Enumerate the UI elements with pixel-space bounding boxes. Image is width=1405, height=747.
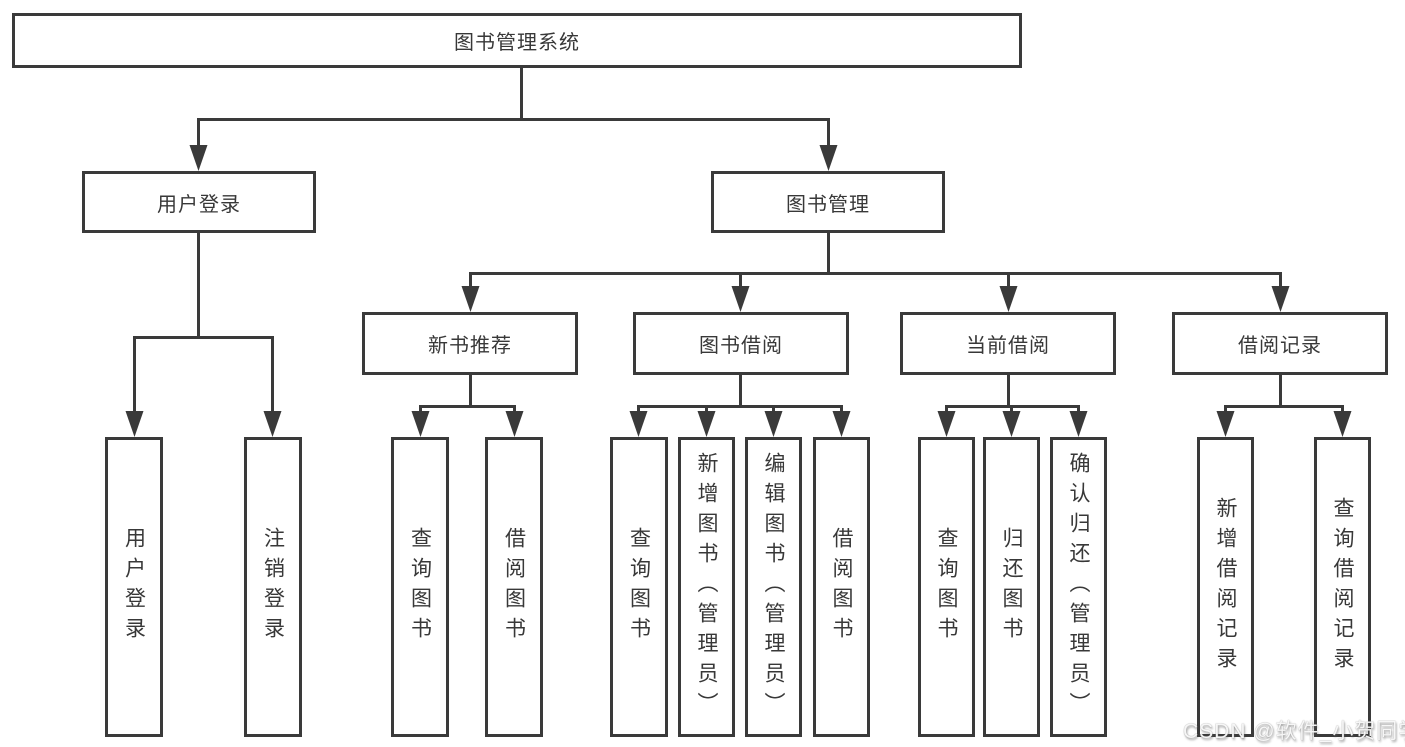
- node-leaf-current-return-books: 归还图书: [983, 437, 1040, 737]
- csdn-watermark: CSDN @软件_小贺同学: [1183, 720, 1405, 743]
- arrowhead-icon: [731, 286, 750, 312]
- node-leaf-logout-label: 注销登录: [261, 527, 285, 647]
- node-user-login-label: 用户登录: [157, 193, 241, 216]
- arrowhead-icon: [1333, 411, 1352, 437]
- node-book-borrow: 图书借阅: [633, 312, 849, 375]
- node-root: 图书管理系统: [12, 13, 1022, 68]
- arrowhead-icon: [937, 411, 956, 437]
- node-leaf-newbook-borrow-books: 借阅图书: [485, 437, 543, 737]
- node-leaf-current-return-books-label: 归还图书: [1000, 527, 1023, 647]
- node-borrow-record: 借阅记录: [1172, 312, 1388, 375]
- node-leaf-record-query-borrow-record: 查询借阅记录: [1314, 437, 1371, 737]
- node-user-login: 用户登录: [82, 171, 316, 233]
- arrowhead-icon: [505, 411, 524, 437]
- connector-current-borrow-branch: [945, 375, 1080, 416]
- connector-borrow-record-branch: [1224, 375, 1344, 416]
- arrowhead-icons: [125, 145, 1352, 437]
- arrowhead-icon: [1271, 286, 1290, 312]
- node-leaf-user-login-label: 用户登录: [122, 527, 146, 647]
- node-leaf-borrow-borrow-books: 借阅图书: [813, 437, 870, 737]
- node-leaf-logout: 注销登录: [244, 437, 302, 737]
- node-leaf-borrow-edit-books-admin: 编辑图书（管理员）: [745, 437, 802, 737]
- node-new-book-recommend: 新书推荐: [362, 312, 578, 375]
- node-book-management: 图书管理: [711, 171, 945, 233]
- arrowhead-icon: [189, 145, 208, 171]
- node-leaf-record-add-borrow-record: 新增借阅记录: [1197, 437, 1254, 737]
- node-book-management-label: 图书管理: [786, 193, 870, 216]
- arrowhead-icon: [461, 286, 480, 312]
- arrowhead-icon: [629, 411, 648, 437]
- node-leaf-borrow-borrow-books-label: 借阅图书: [830, 527, 853, 647]
- node-leaf-newbook-borrow-books-label: 借阅图书: [502, 527, 526, 647]
- node-new-book-recommend-label: 新书推荐: [428, 335, 512, 357]
- node-leaf-borrow-edit-books-admin-label: 编辑图书（管理员）: [762, 452, 785, 722]
- arrowhead-icon: [1069, 411, 1088, 437]
- node-book-borrow-label: 图书借阅: [699, 335, 783, 357]
- arrowhead-icon: [819, 145, 838, 171]
- node-leaf-borrow-add-books-admin: 新增图书（管理员）: [678, 437, 735, 737]
- connector-user-login-branch: [133, 233, 274, 416]
- node-leaf-borrow-add-books-admin-label: 新增图书（管理员）: [695, 452, 718, 722]
- connector-book-mgmt-to-level3: [469, 233, 1282, 290]
- arrowhead-icon: [263, 411, 282, 437]
- node-leaf-current-confirm-return-admin: 确认归还（管理员）: [1050, 437, 1107, 737]
- arrowhead-icon: [1216, 411, 1235, 437]
- connector-root-to-level2: [197, 68, 830, 150]
- node-leaf-current-confirm-return-admin-label: 确认归还（管理员）: [1067, 452, 1090, 722]
- node-leaf-newbook-query-books: 查询图书: [391, 437, 449, 737]
- node-leaf-current-query-books-label: 查询图书: [935, 527, 958, 647]
- arrowhead-icon: [764, 411, 783, 437]
- node-leaf-newbook-query-books-label: 查询图书: [408, 527, 432, 647]
- node-root-label: 图书管理系统: [454, 32, 580, 54]
- node-leaf-user-login: 用户登录: [105, 437, 163, 737]
- node-leaf-borrow-query-books-label: 查询图书: [627, 527, 651, 647]
- connector-new-book-branch: [419, 375, 516, 416]
- node-current-borrow: 当前借阅: [900, 312, 1116, 375]
- node-borrow-record-label: 借阅记录: [1238, 335, 1322, 357]
- node-leaf-borrow-query-books: 查询图书: [610, 437, 668, 737]
- arrowhead-icon: [999, 286, 1018, 312]
- arrowhead-icon: [832, 411, 851, 437]
- node-current-borrow-label: 当前借阅: [966, 335, 1050, 357]
- arrowhead-icon: [1002, 411, 1021, 437]
- arrowhead-icon: [125, 411, 144, 437]
- arrowhead-icon: [697, 411, 716, 437]
- node-leaf-record-query-borrow-record-label: 查询借阅记录: [1331, 497, 1354, 677]
- node-leaf-current-query-books: 查询图书: [918, 437, 975, 737]
- connector-book-borrow-branch: [637, 375, 843, 416]
- node-leaf-record-add-borrow-record-label: 新增借阅记录: [1214, 497, 1237, 677]
- arrowhead-icon: [411, 411, 430, 437]
